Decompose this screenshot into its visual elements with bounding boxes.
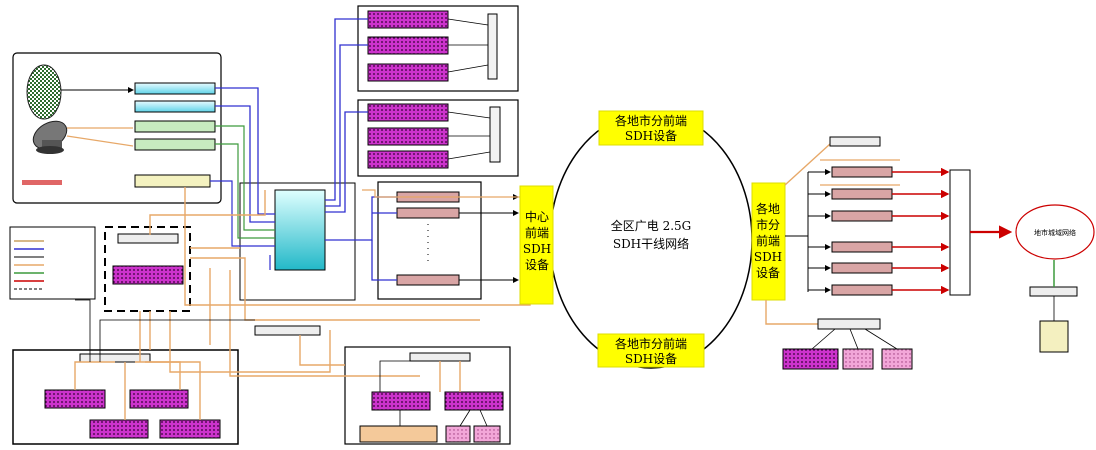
sdh-node-top-line1: 各地市分前端 bbox=[615, 113, 687, 128]
sdh-node-top: 各地市分前端 SDH设备 bbox=[598, 110, 704, 146]
data-broadcast-group bbox=[357, 99, 519, 177]
ring-center-label-line1: 全区广电 2.5G bbox=[611, 218, 692, 233]
receiver-box-4 bbox=[134, 138, 216, 151]
sdh-node-top-line2: SDH设备 bbox=[625, 129, 677, 143]
local-label-4: SDH bbox=[754, 250, 782, 264]
cas-group bbox=[12, 325, 321, 445]
modulator-group bbox=[377, 181, 482, 300]
rf-lines bbox=[811, 167, 1055, 350]
receiver-box-2 bbox=[134, 100, 216, 113]
sdh-node-bottom: 各地市分前端 SDH设备 bbox=[597, 333, 705, 368]
signal-wiring bbox=[74, 18, 531, 427]
legend bbox=[9, 226, 96, 300]
headend-sdh-node: 中心 前端 SDH 设备 bbox=[519, 185, 554, 305]
local-label-2: 市分 bbox=[756, 217, 780, 232]
ca-dashed-group bbox=[104, 226, 191, 312]
receiver-box-3 bbox=[134, 120, 216, 133]
mux-device bbox=[274, 189, 326, 271]
sdh-node-bottom-line1: 各地市分前端 bbox=[615, 336, 687, 351]
satellite-dish-icon bbox=[26, 64, 62, 120]
headend-label-1: 中心 bbox=[525, 209, 549, 224]
satellite-antenna-icon bbox=[32, 120, 68, 154]
local-sdh-node: 各地 市分 前端 SDH 设备 bbox=[751, 182, 786, 301]
headend-label-4: 设备 bbox=[525, 258, 549, 272]
headend-label-3: SDH bbox=[523, 242, 551, 256]
local-label-5: 设备 bbox=[756, 266, 780, 280]
local-label-3: 前端 bbox=[756, 233, 780, 248]
city-network-cloud: 地市城域网络 bbox=[1015, 204, 1095, 260]
headend-label-2: 前端 bbox=[525, 225, 549, 240]
ring-center-label-line2: SDH干线网络 bbox=[613, 236, 689, 251]
epg-group bbox=[357, 5, 519, 92]
receiver-box-5 bbox=[134, 174, 211, 188]
sdh-node-bottom-line2: SDH设备 bbox=[625, 352, 677, 366]
sms-group bbox=[344, 346, 511, 445]
local-devices bbox=[782, 136, 1078, 370]
satellite-receive-group bbox=[12, 52, 222, 204]
local-distribution bbox=[765, 143, 900, 325]
satellite-group-caption bbox=[22, 180, 62, 185]
receiver-box-1 bbox=[134, 82, 216, 95]
local-label-1: 各地 bbox=[756, 201, 780, 216]
city-network-label: 地市城域网络 bbox=[1034, 228, 1076, 237]
mux-group bbox=[239, 182, 356, 301]
sdh-ring: 全区广电 2.5G SDH干线网络 bbox=[549, 111, 753, 369]
